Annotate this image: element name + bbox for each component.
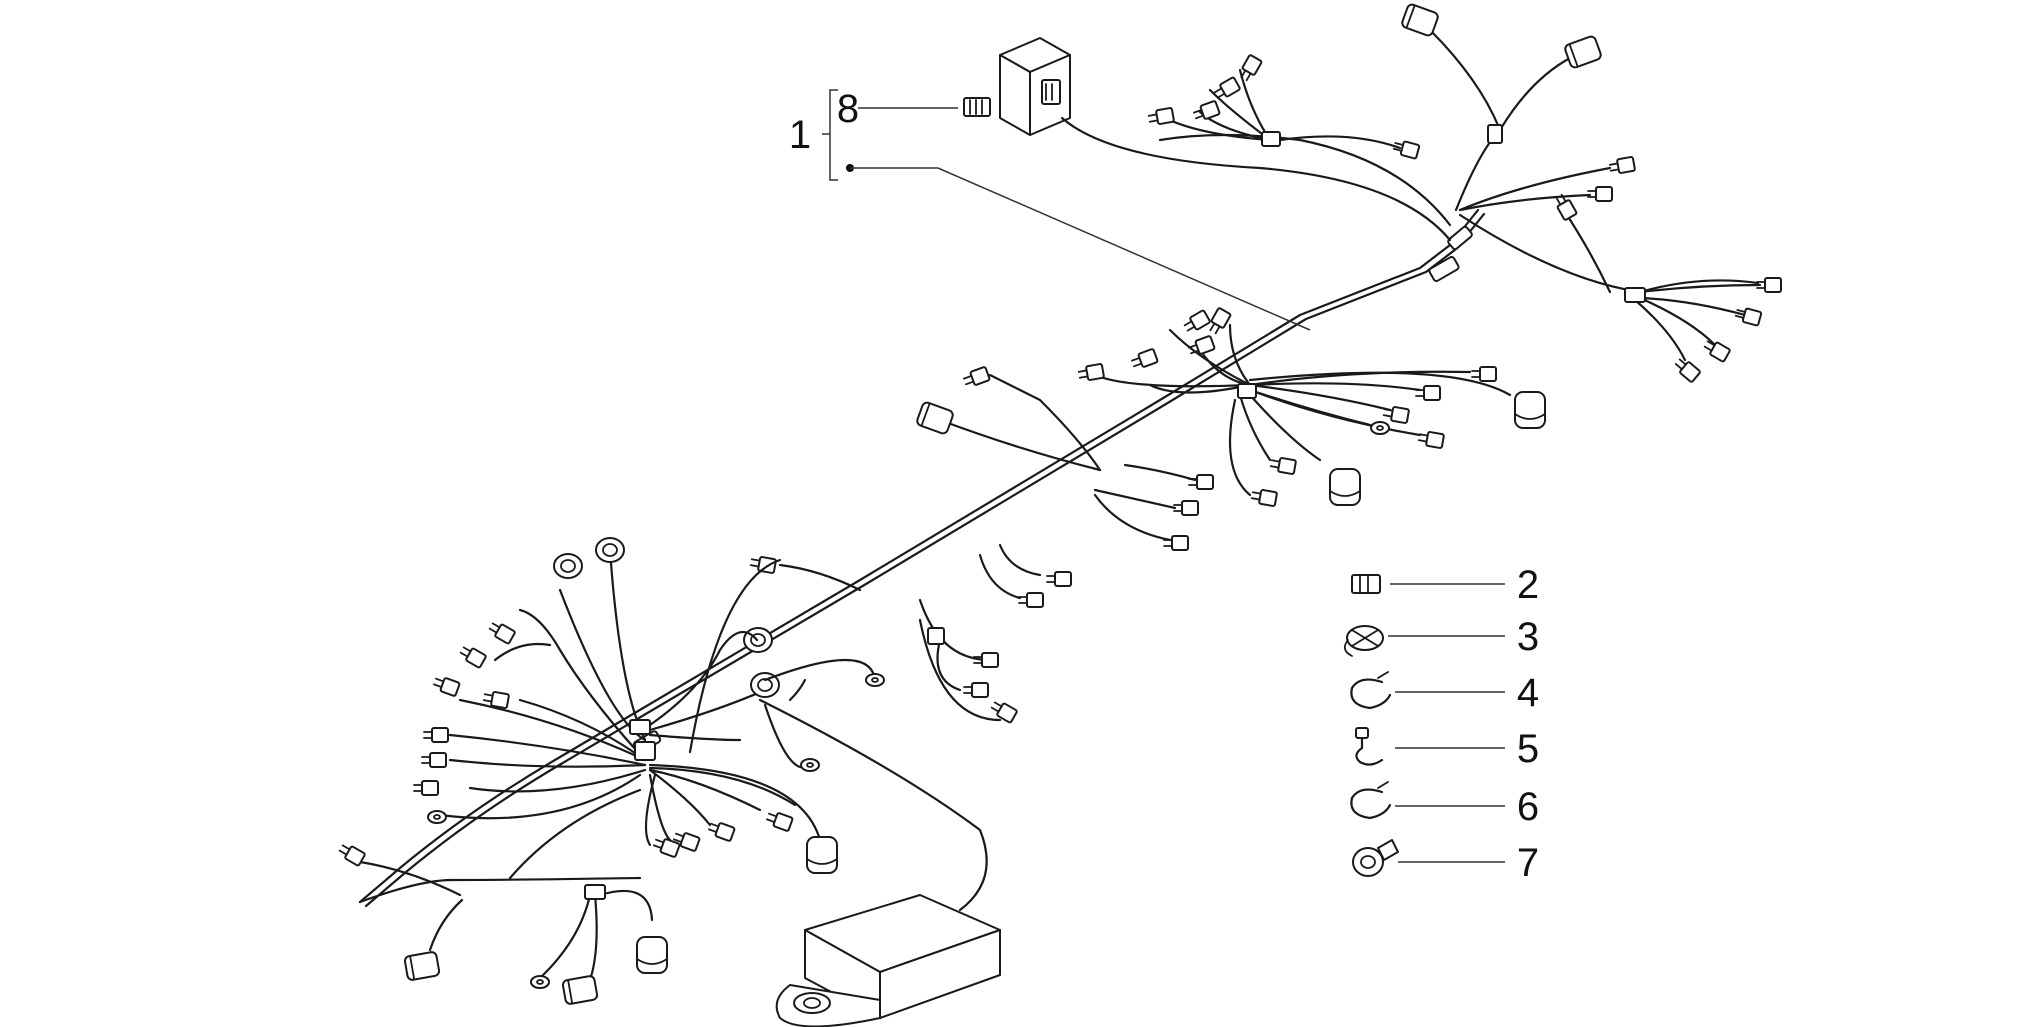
part-5-bracket <box>1355 727 1384 766</box>
branch-left <box>336 537 885 1006</box>
relay-box <box>999 37 1452 242</box>
callout-1: 1 <box>789 113 811 157</box>
callout-5: 5 <box>1517 727 1539 771</box>
branch-center <box>749 365 1214 725</box>
harness-trunk <box>358 208 1486 908</box>
fuse-part-8 <box>963 97 991 117</box>
part-7-bulb-socket <box>1352 839 1399 877</box>
part-3-tie <box>1343 625 1384 657</box>
part-6-clamp <box>1350 781 1392 820</box>
part-4-clamp <box>1350 671 1392 710</box>
branch-mid-right <box>1077 306 1546 508</box>
callout-group-1 <box>822 89 1311 331</box>
callout-6: 6 <box>1517 785 1539 829</box>
control-module <box>758 698 1001 1027</box>
callout-7: 7 <box>1517 841 1539 885</box>
callout-3: 3 <box>1517 615 1539 659</box>
callout-8: 8 <box>837 87 859 131</box>
callout-2: 2 <box>1517 563 1539 607</box>
branch-top-right <box>1147 2 1782 384</box>
callout-4: 4 <box>1517 671 1539 715</box>
part-2-clip <box>1351 574 1381 594</box>
